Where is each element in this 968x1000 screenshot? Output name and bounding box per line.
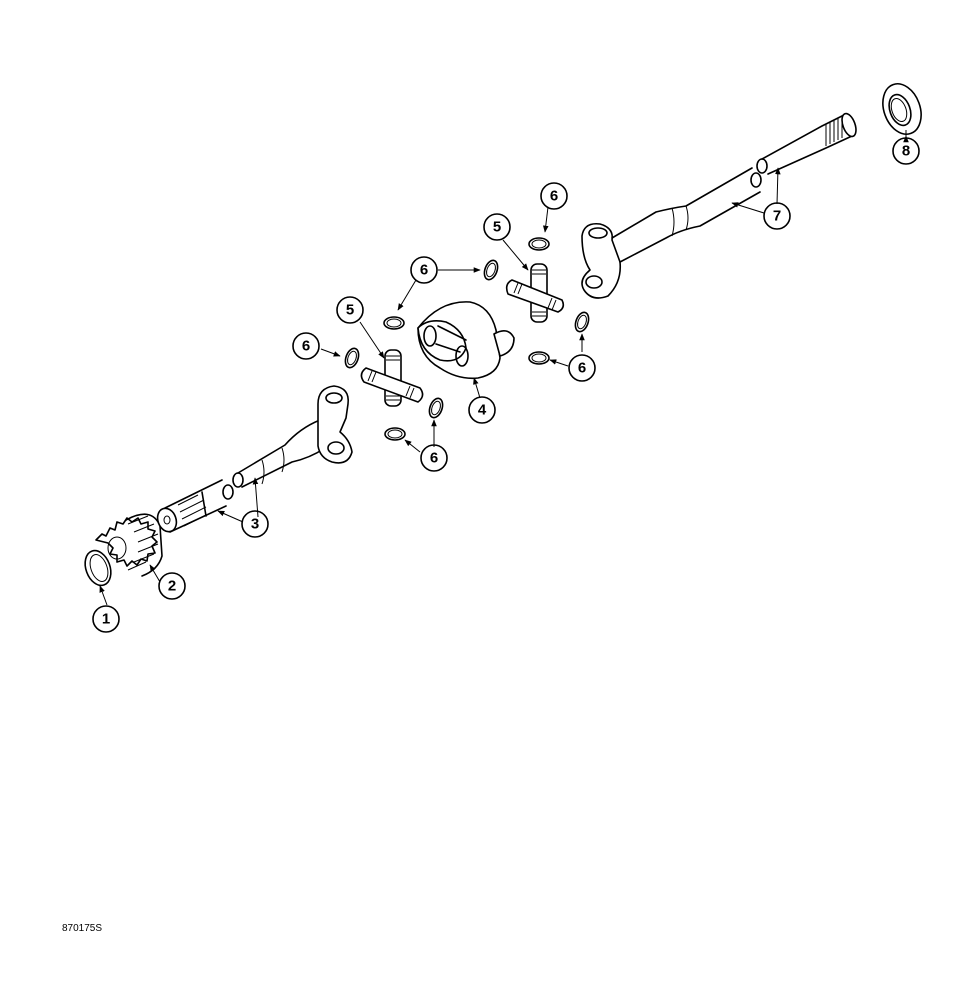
callout-6-a: 6: [292, 332, 320, 360]
callout-2: 2: [158, 572, 186, 600]
callout-6-d: 6: [568, 354, 596, 382]
callout-5-left: 5: [336, 296, 364, 324]
svg-text:4: 4: [478, 402, 487, 419]
inner-axle-shaft-part: [156, 385, 353, 533]
callout-6-b: 6: [410, 256, 438, 284]
center-yoke-part: [417, 301, 515, 380]
snap-ring-part: [84, 549, 112, 587]
callout-1: 1: [92, 605, 120, 633]
svg-text:2: 2: [168, 578, 176, 595]
figure-id-label: 870175S: [62, 923, 103, 934]
u-joint-cross-right-part: [505, 263, 565, 323]
callout-7: 7: [763, 202, 791, 230]
callout-6-c: 6: [540, 182, 568, 210]
retainer-rings-part: [344, 237, 590, 441]
callout-5-right: 5: [483, 213, 511, 241]
callout-4: 4: [468, 396, 496, 424]
svg-text:5: 5: [493, 219, 501, 236]
svg-text:6: 6: [578, 360, 586, 377]
svg-text:5: 5: [346, 302, 354, 319]
svg-text:1: 1: [102, 611, 110, 628]
svg-text:6: 6: [420, 262, 428, 279]
callout-6-f: 6: [0, 0, 4, 9]
outer-axle-shaft-part: [581, 112, 857, 299]
callout-6-e: 6: [420, 444, 448, 472]
svg-text:8: 8: [902, 143, 910, 160]
callout-3: 3: [241, 510, 269, 538]
gear-part: [95, 513, 163, 577]
svg-text:6: 6: [550, 188, 558, 205]
svg-text:3: 3: [251, 516, 259, 533]
callout-8: 8: [892, 137, 920, 165]
leader-arrows: [99, 130, 909, 606]
svg-text:6: 6: [302, 338, 310, 355]
svg-text:7: 7: [773, 208, 781, 225]
svg-text:6: 6: [430, 450, 438, 467]
seal-part: [882, 83, 922, 135]
u-joint-cross-left-part: [360, 349, 424, 407]
